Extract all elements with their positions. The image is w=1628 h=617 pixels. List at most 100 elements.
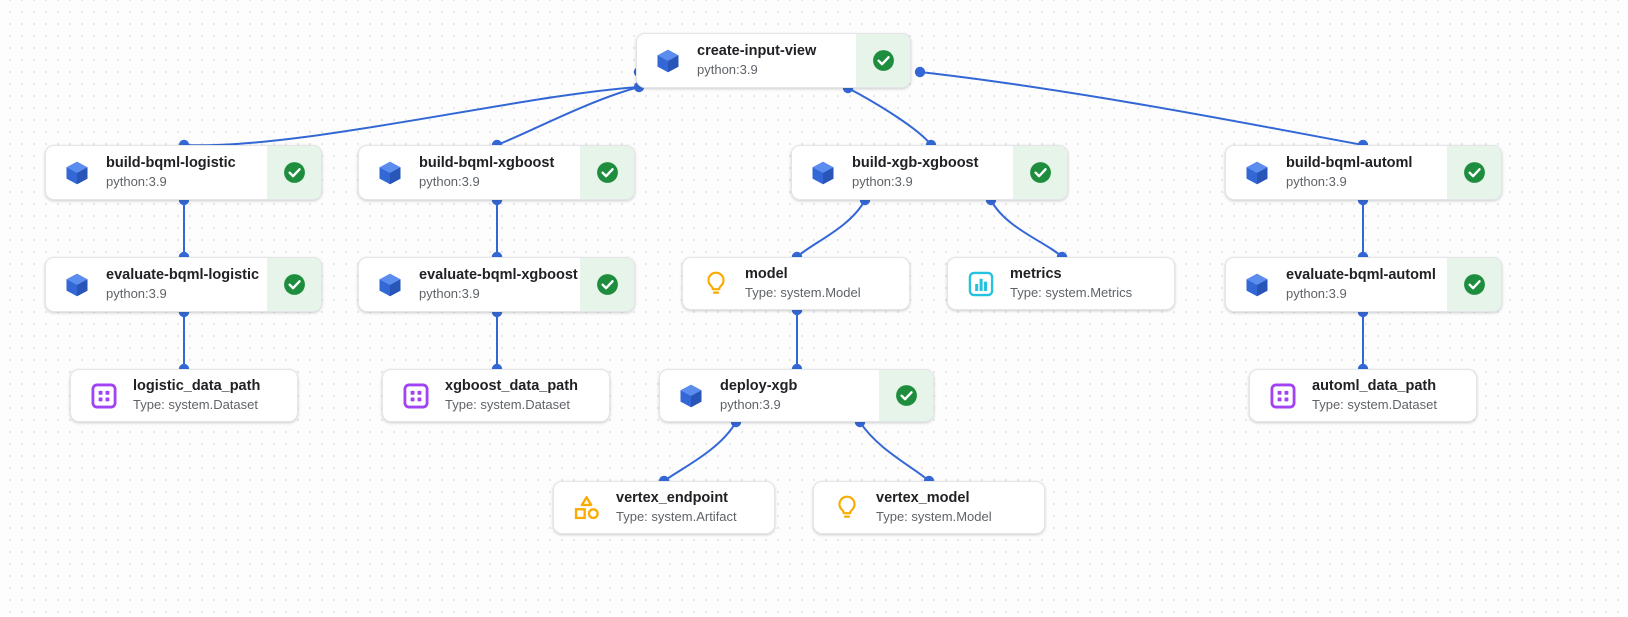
node-subtitle: python:3.9 — [419, 286, 480, 302]
node-title: automl_data_path — [1312, 377, 1437, 394]
node-subtitle: python:3.9 — [697, 62, 758, 78]
cube-icon-svg — [1246, 273, 1268, 296]
node-body: build-bqml-xgboost python:3.9 — [359, 146, 580, 199]
node-subtitle: Type: system.Dataset — [1312, 397, 1437, 413]
graph-edge — [796, 199, 866, 258]
check-circle-icon-svg — [596, 162, 618, 183]
dataset-icon — [401, 381, 431, 411]
bar-chart-icon — [966, 269, 996, 299]
node-subtitle: python:3.9 — [419, 174, 480, 190]
node-status-badge — [580, 258, 634, 311]
dataset-icon — [89, 381, 119, 411]
node-title: evaluate-bqml-xgboost — [419, 266, 578, 283]
node-title: model — [745, 265, 788, 282]
graph-edge — [990, 199, 1063, 258]
cube-icon — [1242, 158, 1272, 188]
lightbulb-icon — [832, 493, 862, 523]
node-status-badge — [856, 34, 910, 87]
lightbulb-icon — [701, 269, 731, 299]
node-title: logistic_data_path — [133, 377, 261, 394]
graph-edge — [847, 87, 932, 146]
cube-icon-svg — [812, 161, 834, 184]
node-status-badge — [1447, 258, 1501, 311]
node-title: deploy-xgb — [720, 377, 798, 394]
graph-node-evaluate-bqml-xgboost[interactable]: evaluate-bqml-xgboost python:3.9 — [358, 257, 635, 312]
cube-icon-svg — [66, 161, 88, 184]
check-circle-icon-svg — [895, 385, 917, 406]
node-port-output[interactable] — [914, 66, 926, 78]
node-title: vertex_endpoint — [616, 489, 728, 506]
check-circle-icon-svg — [283, 162, 305, 183]
cube-icon — [62, 158, 92, 188]
cube-icon-svg — [379, 161, 401, 184]
lightbulb-icon-svg — [707, 271, 725, 294]
check-circle-icon-svg — [283, 274, 305, 295]
node-subtitle: Type: system.Dataset — [445, 397, 570, 413]
node-subtitle: python:3.9 — [106, 286, 167, 302]
node-body: deploy-xgb python:3.9 — [660, 370, 879, 421]
graph-edge — [663, 421, 737, 482]
dataset-icon-svg — [1270, 383, 1296, 408]
node-subtitle: Type: system.Metrics — [1010, 285, 1133, 301]
node-title: vertex_model — [876, 489, 970, 506]
lightbulb-icon-svg — [838, 495, 856, 518]
check-circle-icon-svg — [1463, 274, 1485, 295]
node-status-badge — [580, 146, 634, 199]
check-circle-icon-svg — [1463, 162, 1485, 183]
node-subtitle: Type: system.Artifact — [616, 509, 737, 525]
node-status-badge — [267, 258, 321, 311]
graph-node-deploy-xgb[interactable]: deploy-xgb python:3.9 — [659, 369, 934, 422]
cube-icon-svg — [379, 273, 401, 296]
node-status-badge — [1447, 146, 1501, 199]
node-title: build-bqml-xgboost — [419, 154, 555, 171]
cube-icon — [653, 46, 683, 76]
node-title: metrics — [1010, 265, 1062, 282]
node-subtitle: python:3.9 — [106, 174, 167, 190]
cube-icon-svg — [1246, 161, 1268, 184]
node-subtitle: python:3.9 — [720, 397, 781, 413]
node-status-badge — [1013, 146, 1067, 199]
graph-edge — [183, 86, 640, 147]
cube-icon — [676, 381, 706, 411]
graph-node-build-bqml-xgboost[interactable]: build-bqml-xgboost python:3.9 — [358, 145, 635, 200]
graph-edge — [919, 71, 1364, 146]
node-title: evaluate-bqml-automl — [1286, 266, 1436, 283]
node-status-badge — [267, 146, 321, 199]
node-text: build-bqml-xgboost python:3.9 — [419, 154, 554, 191]
artifact-shapes-icon — [572, 493, 602, 523]
dataset-icon-svg — [403, 383, 429, 408]
